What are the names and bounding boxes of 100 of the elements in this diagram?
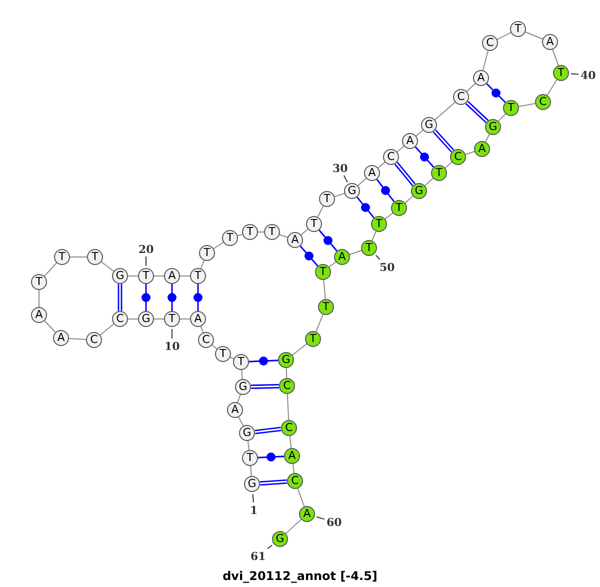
nucleotide-circle: A [53, 330, 69, 346]
backbone-line [128, 318, 138, 320]
nucleotide-circle: A [473, 70, 489, 86]
base-pair-line [318, 230, 338, 252]
nucleotide-circle: A [190, 311, 206, 327]
base-pair-double-line [118, 284, 122, 311]
backbone-line [285, 518, 302, 534]
nucleotide-circle: G [344, 183, 360, 199]
backbone-line [434, 102, 456, 120]
nucleotide-circle: C [281, 420, 297, 436]
backbone-line [300, 228, 308, 236]
position-number: 61 [250, 550, 266, 562]
backbone-line [286, 394, 290, 420]
backbone-line [292, 343, 308, 356]
nucleotide-circle: A [364, 165, 380, 181]
base-pair-double-line [250, 384, 280, 390]
backbone-line [378, 162, 386, 168]
backbone-line [357, 178, 367, 186]
base-pair-line [486, 83, 506, 103]
backbone-line [524, 32, 544, 40]
base-pair-line [414, 146, 434, 168]
base-pair-line [248, 360, 278, 362]
backbone-line [289, 435, 292, 449]
backbone-line [424, 178, 434, 186]
backbone-line [496, 32, 512, 40]
base-pair-double-line [432, 129, 454, 153]
caption: dvi_20112_annot [-4.5] [222, 569, 378, 583]
backbone-line [349, 250, 362, 255]
backbone-line [372, 230, 376, 242]
position-number: 20 [138, 242, 154, 256]
nucleotide-circle: T [305, 331, 321, 347]
backbone-line [482, 50, 488, 71]
nucleotide-circle: C [453, 89, 469, 105]
leader-line [343, 175, 348, 183]
base-pair-line [145, 284, 147, 311]
backbone-line [323, 279, 326, 300]
backbone-line [416, 130, 424, 136]
nucleotide-circle: C [86, 332, 102, 348]
backbone-line [212, 344, 218, 350]
nucleotide-circle: T [371, 216, 387, 232]
backbone-line [100, 324, 114, 336]
position-number: 30 [332, 162, 348, 174]
nucleotide-circle: T [361, 240, 377, 256]
backbone-line [466, 83, 476, 92]
nucleotide-circle: T [233, 354, 249, 370]
backbone-line [518, 102, 536, 108]
nucleotide-circle: G [411, 183, 427, 199]
nucleotide-circle: T [264, 224, 280, 240]
backbone-line [238, 416, 244, 426]
nucleotide-circle: T [242, 450, 258, 466]
base-pair-line [356, 196, 375, 218]
leader-line [316, 516, 325, 520]
backbone-line [316, 314, 324, 332]
backbone-line [180, 318, 190, 320]
nucleotide-circle: T [553, 65, 569, 81]
backbone-line [44, 320, 56, 333]
backbone-line [546, 79, 558, 96]
backbone-line [498, 113, 506, 122]
backbone-line [404, 196, 414, 204]
base-pair-line [258, 456, 284, 458]
backbone-line [292, 463, 295, 474]
nucleotide-circle: A [299, 506, 315, 522]
position-number: 40 [580, 68, 596, 82]
backbone-line [485, 134, 490, 142]
nucleotide-circle: C [450, 149, 466, 165]
nucleotide-circle: A [164, 268, 180, 284]
backbone-line [317, 206, 324, 218]
backbone-line [247, 440, 250, 451]
nucleotide-circle: C [383, 149, 399, 165]
backbone-line [241, 369, 243, 380]
nucleotide-circle: T [87, 249, 103, 265]
nucleotide-circle: G [272, 531, 288, 547]
leader-line [570, 73, 579, 75]
backbone-line [38, 290, 40, 308]
nucleotide-circle: T [138, 268, 154, 284]
backbone-line [279, 234, 288, 238]
backbone-line [200, 260, 205, 270]
nucleotide-circle: G [239, 425, 255, 441]
backbone-line [100, 261, 114, 272]
nucleotide-circle: T [306, 216, 322, 232]
backbone-line [68, 338, 87, 340]
nucleotide-circle: T [510, 21, 526, 37]
backbone-line [444, 162, 452, 168]
nucleotide-circle: A [402, 133, 418, 149]
nucleotide-circle: G [112, 268, 128, 284]
backbone-line [70, 256, 88, 258]
nucleotide-circle: G [235, 379, 251, 395]
backbone-line [154, 318, 164, 320]
nucleotide-circle: C [287, 473, 303, 489]
nucleotide-circle: G [138, 311, 154, 327]
nucleotide-circle: T [164, 311, 180, 327]
base-pair-line [171, 284, 173, 311]
nucleotide-circle: A [227, 402, 243, 418]
nucleotide-circle: C [482, 35, 498, 51]
nucleotide-circle: A [542, 34, 558, 50]
nucleotide-circle: A [284, 448, 300, 464]
base-pair-line [376, 178, 395, 202]
nucleotide-circle: G [485, 119, 501, 135]
nucleotide-circle: T [242, 224, 258, 240]
backbone-line [286, 368, 288, 378]
